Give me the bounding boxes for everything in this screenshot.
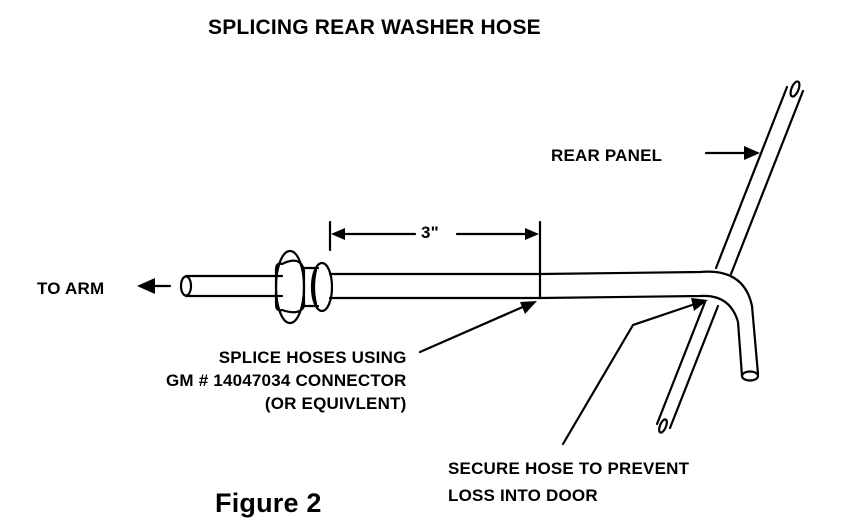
splice-leader [418, 304, 527, 354]
figure-caption: Figure 2 [215, 488, 322, 518]
dimension-3-inch [328, 220, 537, 252]
rear-panel-lower [655, 300, 720, 434]
splice-callout-line3: (OR EQUIVLENT) [264, 394, 407, 413]
secure-callout: SECURE HOSE TO PREVENT LOSS INTO DOOR [448, 455, 689, 509]
rear-panel-upper [714, 80, 805, 276]
hose-left [179, 274, 284, 298]
secure-leader [561, 323, 635, 446]
secure-callout-line2: LOSS INTO DOOR [448, 486, 598, 505]
splice-callout-line1: SPLICE HOSES USING [218, 348, 407, 367]
to-arm-label: TO ARM [37, 279, 105, 298]
secure-leader-end [631, 301, 700, 327]
dimension-label: 3" [421, 223, 439, 242]
to-arm-arrowhead [137, 278, 155, 294]
secure-callout-line1: SECURE HOSE TO PREVENT [448, 459, 690, 478]
diagram-title: SPLICING REAR WASHER HOSE [208, 16, 541, 39]
splice-callout-line2: GM # 14047034 CONNECTOR [166, 371, 407, 390]
dimension-arrow-right [525, 228, 539, 240]
hose-right [328, 220, 760, 382]
rear-panel-arrowhead [744, 146, 760, 160]
secure-arrowhead [691, 298, 708, 311]
splice-callout: SPLICE HOSES USING GM # 14047034 CONNECT… [166, 346, 407, 415]
splice-arrowhead [520, 301, 537, 314]
splice-connector [274, 249, 334, 325]
rear-panel-label: REAR PANEL [551, 146, 663, 165]
dimension-arrow-left [331, 228, 345, 240]
